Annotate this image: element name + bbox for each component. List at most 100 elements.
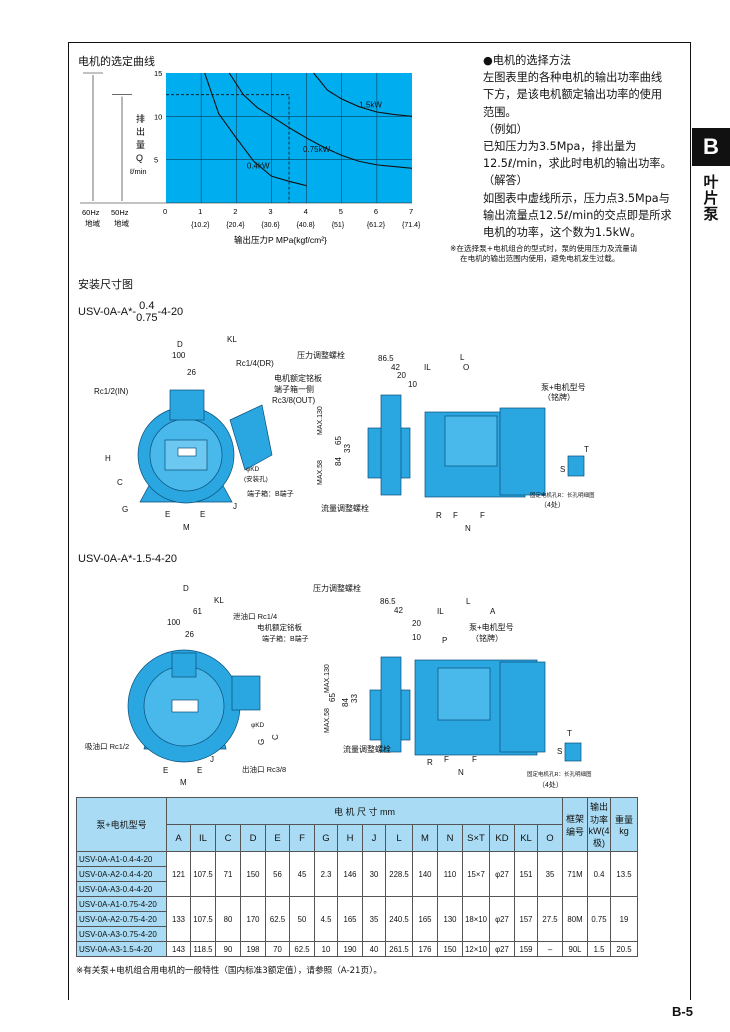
dim-G: G <box>122 505 128 514</box>
value-cell: 1.5 <box>587 941 611 957</box>
value-cell: 261.5 <box>385 941 413 957</box>
value-cell: 143 <box>166 941 191 957</box>
dim-F2: F <box>480 511 485 520</box>
x-tick: 7 <box>409 207 413 216</box>
value-cell: 80M <box>562 896 588 942</box>
model-cell: USV-0A-A3-0.4-4-20 <box>76 881 167 897</box>
model-cell: USV-0A-A3-0.75-4-20 <box>76 926 167 942</box>
dim2-R: R <box>427 758 433 767</box>
value-cell: 170 <box>240 896 266 942</box>
value-cell: 62.5 <box>289 941 315 957</box>
series-0.4kW <box>204 72 307 187</box>
desc-line: 范围。 <box>483 105 517 119</box>
value-cell: 90 <box>215 941 241 957</box>
dim-20: 20 <box>397 371 406 380</box>
dim-O: O <box>463 363 469 372</box>
dim-L: L <box>460 353 465 362</box>
series-1.5kW <box>313 72 413 117</box>
x-tick-kgf: {40.8} <box>297 222 316 229</box>
desc-line: 左图表里的各种电机的输出功率曲线 <box>483 71 663 85</box>
dim2-max58: MAX.58 <box>324 708 331 733</box>
value-cell: 50 <box>289 896 315 942</box>
value-cell: 4.5 <box>314 896 338 942</box>
model2-label: USV-0A-A*-1.5-4-20 <box>78 553 178 565</box>
dim-42: 42 <box>391 363 400 372</box>
region-sub: 地域 <box>114 218 129 228</box>
x-tick: 4 <box>304 207 308 216</box>
desc-line: 如图表中虚线所示，压力点3.5Mpa与 <box>483 191 670 205</box>
x-tick: 1 <box>198 207 202 216</box>
value-cell: 71M <box>562 851 588 897</box>
dim-100: 100 <box>172 351 186 360</box>
model-cell: USV-0A-A3-1.5-4-20 <box>76 941 167 957</box>
dim-max58: MAX.58 <box>317 460 324 485</box>
dim-F1: F <box>453 511 458 520</box>
region-label: 50Hz <box>111 208 129 217</box>
col-1: IL <box>190 824 216 852</box>
dim-10: 10 <box>408 380 417 389</box>
col-11: N <box>437 824 463 852</box>
x-tick-kgf: {51} <box>332 222 345 229</box>
value-cell: 157 <box>514 896 538 942</box>
dim2-100: 100 <box>167 618 181 627</box>
dim2-E2: E <box>197 766 202 775</box>
model-cell: USV-0A-A2-0.4-4-20 <box>76 866 167 882</box>
model-cell: USV-0A-A1-0.75-4-20 <box>76 896 167 912</box>
x-tick-kgf: {20.4} <box>226 222 245 229</box>
dim2-33: 33 <box>350 694 359 703</box>
x-tick-kgf: {71.4} <box>402 222 421 229</box>
value-cell: 151 <box>514 851 538 897</box>
model1-bottom: 0.75 <box>136 312 158 324</box>
section-tab[interactable]: B <box>692 128 730 166</box>
y-axis-label: Q <box>136 153 143 163</box>
dim-S: S <box>560 465 565 474</box>
dim-E2: E <box>200 510 205 519</box>
dim2-A: A <box>490 607 496 616</box>
value-cell: 133 <box>166 896 191 942</box>
dim-E1: E <box>165 510 170 519</box>
value-cell: 70 <box>265 941 290 957</box>
value-cell: 0.4 <box>587 851 611 897</box>
dim2-65: 65 <box>328 693 337 702</box>
dim2-KL: KL <box>214 596 224 605</box>
desc-line: 输出流量点12.5ℓ/min的交点即是所求 <box>483 208 672 222</box>
dim2-C: C <box>271 734 280 740</box>
value-cell: 2.3 <box>314 851 338 897</box>
dim-H: H <box>105 454 111 463</box>
col-3: D <box>240 824 266 852</box>
selection-heading: ●电机的选择方法 <box>483 54 572 67</box>
y-axis-label: 排 <box>136 113 145 124</box>
value-cell: 107.5 <box>190 851 216 897</box>
drawing-labels: D KL 100 26 Rc1/4(DR) Rc1/2(IN) 电机额定铭板 端… <box>85 335 595 789</box>
dim2-D: D <box>183 584 189 593</box>
value-cell: 165 <box>337 896 363 942</box>
x-tick: 2 <box>233 207 237 216</box>
dim-84: 84 <box>334 457 343 466</box>
x-tick-kgf: {10.2} <box>191 222 210 229</box>
dim2-KD: φKD <box>251 722 265 729</box>
dim-KD-note: (安装孔) <box>244 474 268 483</box>
dim2-20: 20 <box>412 619 421 628</box>
value-cell: 0.75 <box>587 896 611 942</box>
port-rc12: Rc1/2(IN) <box>94 387 129 396</box>
col-power: 输出功率kW(4极) <box>587 797 611 852</box>
value-cell: 18×10 <box>462 896 490 942</box>
label2-pressure-bolt: 压力调整螺栓 <box>313 583 361 593</box>
dim2-S: S <box>557 747 562 756</box>
value-cell: φ27 <box>489 851 515 897</box>
value-cell: φ27 <box>489 896 515 942</box>
series-label: 0.4kW <box>247 161 270 170</box>
col-9: L <box>385 824 413 852</box>
value-cell: 30 <box>362 851 386 897</box>
value-cell: 110 <box>437 851 463 897</box>
col-0: A <box>166 824 191 852</box>
dim-KD: φKD <box>246 466 260 473</box>
note-line: 在电机的输出范围内使用，避免电机发生过载。 <box>460 254 620 263</box>
region-sub: 地域 <box>85 218 100 228</box>
table-row: USV-0A-A2-0.4-4-20 <box>76 866 638 882</box>
